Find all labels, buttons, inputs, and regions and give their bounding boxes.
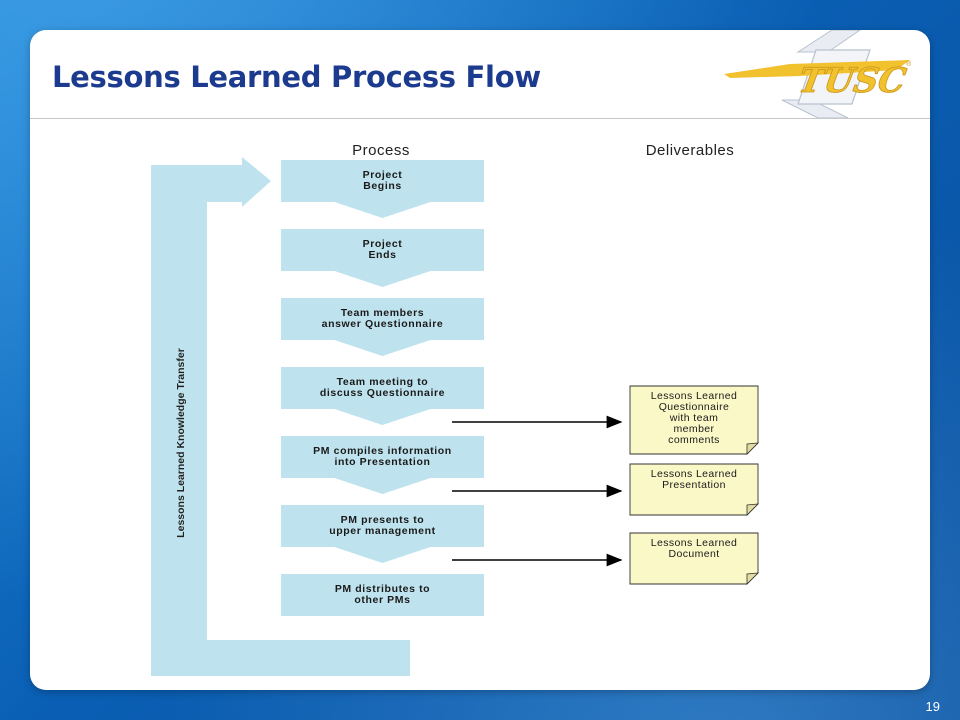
page-title: Lessons Learned Process Flow: [52, 60, 541, 94]
knowledge-transfer-loop: Lessons Learned Knowledge Transfer: [151, 157, 410, 676]
process-step-box: [281, 367, 484, 409]
step-connector-arrow: [334, 547, 431, 563]
step-connectors: [334, 202, 431, 563]
deliverable-note-label: Presentation: [662, 479, 726, 491]
process-flow-diagram: Process Deliverables Lessons Learned Kno…: [151, 142, 760, 676]
deliverable-note-fold: [746, 572, 760, 585]
process-step-label: Team members: [341, 307, 424, 319]
deliverable-note-fold: [746, 503, 760, 516]
logo-swoosh: [724, 60, 910, 78]
process-column-header: Process: [352, 142, 410, 159]
process-step-box: [281, 574, 484, 616]
deliverable-note-fold: [746, 442, 760, 455]
process-step-label: Project: [363, 238, 403, 250]
loop-arrow-shape: [151, 157, 410, 676]
process-step-box: [281, 160, 484, 202]
process-step-box: [281, 229, 484, 271]
process-step-box: [281, 505, 484, 547]
deliverable-note-label: Document: [668, 548, 719, 560]
title-divider: [30, 118, 930, 119]
page-number: 19: [925, 699, 940, 714]
deliverable-note-label: Lessons Learned: [651, 537, 738, 549]
deliverable-note-label: Questionnaire: [659, 401, 730, 413]
process-step-label: upper management: [329, 525, 435, 537]
loop-label: Lessons Learned Knowledge Transfer: [175, 348, 187, 538]
process-step-label: PM compiles information: [313, 445, 452, 457]
logo-text: TUSC: [795, 61, 909, 101]
process-step-label: Begins: [363, 180, 402, 192]
step-connector-arrow: [334, 271, 431, 287]
trademark-mark: ®: [906, 60, 912, 68]
process-step-label: other PMs: [354, 594, 410, 606]
process-step-label: Project: [363, 169, 403, 181]
deliverable-note-label: comments: [668, 434, 720, 446]
deliverable-note-label: member: [674, 423, 715, 435]
process-step-box: [281, 298, 484, 340]
tusc-logo: TUSC ®: [724, 30, 912, 118]
process-step-label: PM distributes to: [335, 583, 430, 595]
process-step-label: PM presents to: [341, 514, 425, 526]
process-step-label: Team meeting to: [337, 376, 429, 388]
deliverables-column-header: Deliverables: [646, 142, 735, 159]
process-step-label: answer Questionnaire: [322, 318, 444, 330]
step-connector-arrow: [334, 409, 431, 425]
process-step-label: Ends: [368, 249, 396, 261]
deliverable-note-label: Lessons Learned: [651, 390, 738, 402]
step-connector-arrow: [334, 202, 431, 218]
deliverable-note-label: Lessons Learned: [651, 468, 738, 480]
step-connector-arrow: [334, 340, 431, 356]
step-connector-arrow: [334, 478, 431, 494]
process-step-box: [281, 436, 484, 478]
slide-card: Lessons Learned Process Flow TUSC ® Proc…: [30, 30, 930, 690]
process-step-label: into Presentation: [335, 456, 431, 468]
deliverable-note-label: with team: [669, 412, 719, 424]
process-step-label: discuss Questionnaire: [320, 387, 445, 399]
